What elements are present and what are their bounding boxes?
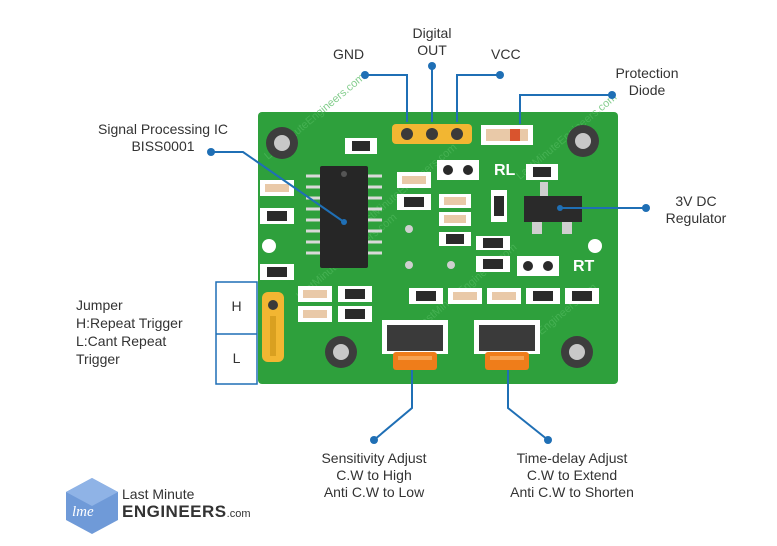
lme-logo-icon: lme — [66, 478, 118, 534]
logo-dotcom: .com — [226, 508, 251, 520]
sensitivity-pot — [382, 320, 448, 370]
label-signal-ic: Signal Processing IC BISS0001 — [78, 121, 248, 155]
mounting-holes — [262, 125, 602, 368]
label-gnd: GND — [333, 46, 365, 62]
label-time-delay: Time-delay Adjust C.W to Extend Anti C.W… — [487, 450, 657, 501]
label-digital-out: Digital OUT — [400, 25, 464, 59]
label-regulator-line1: 3V DC — [675, 193, 717, 209]
time-delay-pot — [474, 320, 540, 370]
label-ic-line2: BISS0001 — [131, 138, 195, 154]
label-protection-line1: Protection — [615, 65, 679, 81]
label-protection-line2: Diode — [628, 82, 666, 98]
label-jumper: Jumper H:Repeat Trigger L:Cant Repeat Tr… — [76, 296, 183, 368]
header-pins — [392, 124, 472, 144]
label-jumper-line2: H:Repeat Trigger — [76, 315, 183, 331]
label-vcc: VCC — [491, 46, 521, 62]
ic-biss0001 — [306, 166, 382, 268]
pcb-label-rt: RT — [573, 258, 595, 275]
label-delay-line3: Anti C.W to Shorten — [510, 484, 634, 500]
label-protection-diode: Protection Diode — [605, 65, 689, 99]
label-regulator-line2: Regulator — [665, 210, 727, 226]
logo-line1: Last Minute — [122, 486, 195, 502]
label-delay-line2: C.W to Extend — [526, 467, 618, 483]
label-ic-line1: Signal Processing IC — [98, 121, 228, 137]
jumper-label-h: H — [231, 298, 242, 314]
label-digital-out-line1: Digital — [412, 25, 452, 41]
pads — [405, 160, 559, 276]
jumper — [215, 281, 284, 385]
label-regulator: 3V DC Regulator — [654, 193, 738, 227]
label-sens-line1: Sensitivity Adjust — [321, 450, 427, 466]
label-jumper-line3: L:Cant Repeat — [76, 333, 167, 349]
label-sens-line3: Anti C.W to Low — [323, 484, 425, 500]
label-delay-line1: Time-delay Adjust — [516, 450, 628, 466]
label-sensitivity: Sensitivity Adjust C.W to High Anti C.W … — [297, 450, 451, 501]
leader-dots — [207, 62, 650, 444]
pcb-label-rl: RL — [494, 162, 516, 179]
logo-line2: ENGINEERS.com — [122, 502, 250, 522]
protection-diode — [481, 125, 533, 145]
label-digital-out-line2: OUT — [417, 42, 447, 58]
smd-components — [260, 138, 599, 322]
svg-text:lme: lme — [72, 504, 94, 520]
jumper-label-l: L — [232, 350, 241, 366]
logo-engineers: ENGINEERS — [122, 502, 227, 521]
label-jumper-line4: Trigger — [76, 351, 120, 367]
leader-lines — [211, 66, 646, 441]
label-sens-line2: C.W to High — [336, 467, 412, 483]
label-jumper-line1: Jumper — [76, 297, 123, 313]
